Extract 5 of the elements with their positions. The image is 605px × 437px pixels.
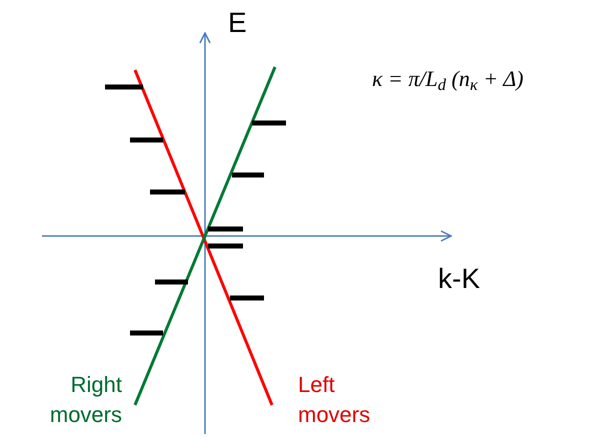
formula: κ = π/L$_{d}$ (n$_{κ}$ + Δ) bbox=[372, 65, 524, 95]
axis-label: k-K bbox=[438, 262, 480, 296]
line-label: Left movers bbox=[298, 371, 372, 429]
line-label: Right movers bbox=[48, 371, 122, 429]
axis-label: E bbox=[228, 6, 247, 40]
